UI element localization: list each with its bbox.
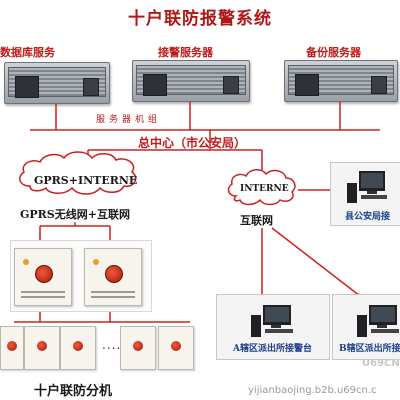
county-pc-icon xyxy=(347,169,389,207)
alarm-panel-left xyxy=(14,248,72,306)
internet-label: 互联网 xyxy=(240,214,273,227)
district-b-box: B辖区派出所接 xyxy=(332,294,400,360)
county-station-box: 县公安局接 xyxy=(330,162,400,226)
watermark-url: yijianbaojing.b2b.u69cn.c xyxy=(248,385,377,396)
district-b-link xyxy=(271,227,361,297)
gprs-network-label: GPRS无线网+互联网 xyxy=(20,208,130,221)
server-cluster-label: 服务器机组 xyxy=(96,115,162,125)
internet-cloud-text: INTERNE xyxy=(240,184,289,194)
district-b-pc-icon xyxy=(357,303,400,341)
district-a-box: A辖区派出所接警台 xyxy=(216,294,330,360)
terminal-unit-1 xyxy=(0,326,24,370)
terminal-unit-4 xyxy=(120,326,156,370)
center-label: 总中心（市公安局） xyxy=(138,136,247,150)
terminal-unit-3 xyxy=(60,326,96,370)
diagram-title: 十户联防报警系统 xyxy=(128,9,272,29)
database-server-label: 数据库服务 xyxy=(0,46,55,59)
terminal-unit-5 xyxy=(158,326,194,370)
watermark-brand: U69CN xyxy=(362,358,400,369)
database-server xyxy=(4,62,110,104)
gprs-cloud xyxy=(19,151,137,195)
backup-server-label: 备份服务器 xyxy=(306,46,361,59)
alarm-panel-right xyxy=(84,248,142,306)
alarm-server-label: 接警服务器 xyxy=(158,46,213,59)
gprs-cloud-text: GPRS+INTERNE xyxy=(34,174,138,187)
district-a-pc-icon xyxy=(251,303,295,341)
county-station-label: 县公安局接 xyxy=(345,212,391,222)
district-b-label: B辖区派出所接 xyxy=(339,344,400,354)
internet-cloud xyxy=(227,169,296,206)
district-a-label: A辖区派出所接警台 xyxy=(233,344,312,354)
terminal-unit-2 xyxy=(24,326,60,370)
alarm-server xyxy=(132,60,250,102)
backup-server xyxy=(284,60,398,102)
terminals-label: 十户联防分机 xyxy=(34,384,113,399)
